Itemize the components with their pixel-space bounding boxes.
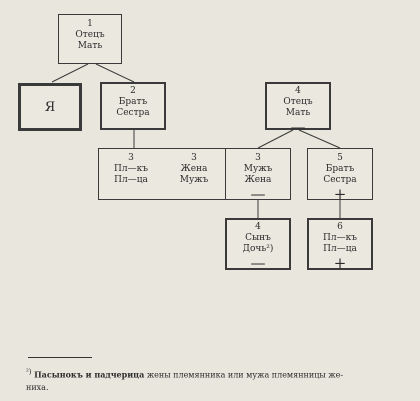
node-number: 6 xyxy=(337,222,343,232)
node-label: Сынъ xyxy=(245,233,271,243)
footnote-term: Пасынокъ и падчерица xyxy=(34,369,145,380)
node-label: Я xyxy=(44,99,56,115)
node-father-mother-1: 1 Отецъ Мать xyxy=(58,14,122,64)
connector-line xyxy=(298,129,341,149)
connector-line xyxy=(51,63,89,83)
node-number: 3 xyxy=(255,153,261,163)
node-number: 5 xyxy=(337,153,343,163)
node-brother-sister-2: 2 Братъ Сестра xyxy=(100,82,166,130)
node-father-mother-4: 4 Отецъ Мать — xyxy=(265,82,331,135)
node-label: Братъ xyxy=(118,97,148,107)
node-label: Пл—къ xyxy=(323,233,357,243)
node-label: Сестра xyxy=(116,108,150,118)
node-wife-husband-3: 3 Жена Мужъ xyxy=(163,148,226,200)
footnote-text-continued: ниха. xyxy=(26,382,49,392)
node-sign: — xyxy=(290,118,306,136)
node-label: Братъ xyxy=(325,164,355,174)
node-number: 2 xyxy=(130,86,136,96)
node-label: Отецъ xyxy=(283,97,313,107)
footnote: ²) Пасынокъ и падчерица жены племянника … xyxy=(26,366,406,394)
connector-line xyxy=(95,63,135,83)
node-number: 4 xyxy=(295,86,301,96)
node-husband-wife-3: 3 Мужъ Жена — xyxy=(225,148,291,203)
node-label: Мужъ xyxy=(179,175,209,185)
node-label: Пл—ца xyxy=(323,244,357,254)
node-label: Мать xyxy=(285,108,311,118)
node-label: Жена xyxy=(180,164,208,174)
node-nephew-niece-3: 3 Пл—къ Пл—ца xyxy=(98,148,164,200)
node-label: Мужъ xyxy=(243,164,273,174)
footnote-rule xyxy=(28,357,92,358)
node-number: 1 xyxy=(87,19,93,29)
node-sign: — xyxy=(250,185,266,203)
node-label: Отецъ xyxy=(75,30,105,40)
node-self: Я xyxy=(18,83,82,131)
node-label: Сестра xyxy=(323,175,357,185)
node-number: 3 xyxy=(191,153,197,163)
node-nephew-niece-6: 6 Пл—къ Пл—ца + xyxy=(307,218,373,272)
node-label: Мать xyxy=(77,41,103,51)
node-label: Жена xyxy=(244,175,272,185)
node-brother-sister-5: 5 Братъ Сестра + xyxy=(307,148,373,203)
connector-line xyxy=(257,129,294,149)
node-sign: + xyxy=(333,185,347,203)
footnote-marker: ²) xyxy=(26,368,32,376)
footnote-text: жены племянника или мужа племянницы же- xyxy=(144,370,344,380)
node-sign: — xyxy=(250,254,266,272)
node-sign: + xyxy=(333,254,347,272)
node-label: Пл—къ xyxy=(114,164,148,174)
node-number: 4 xyxy=(255,222,261,232)
node-label: Дочь²) xyxy=(242,244,274,254)
node-number: 3 xyxy=(128,153,134,163)
node-son-daughter-4: 4 Сынъ Дочь²) — xyxy=(225,218,291,272)
node-label: Пл—ца xyxy=(114,175,148,185)
